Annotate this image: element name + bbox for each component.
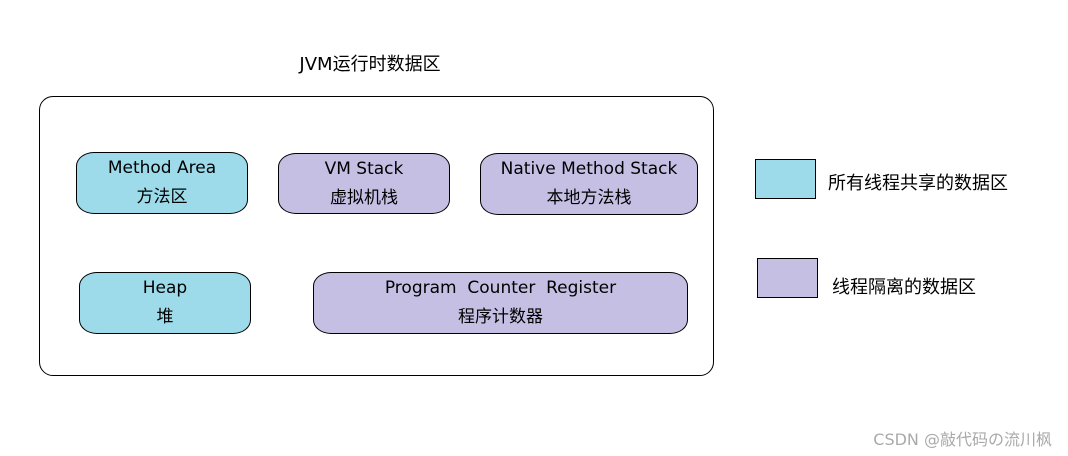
program-counter-register-region: Program Counter Register 程序计数器 [313, 272, 688, 334]
heap-label: Heap [142, 278, 188, 298]
native-method-stack-label-zh: 本地方法栈 [546, 188, 632, 208]
runtime-data-area-frame [39, 96, 714, 376]
native-method-stack-region: Native Method Stack 本地方法栈 [480, 153, 698, 215]
legend-isolated-label: 线程隔离的数据区 [832, 277, 976, 298]
program-counter-register-label-zh: 程序计数器 [458, 307, 543, 327]
diagram-title: JVM运行时数据区 [299, 54, 441, 75]
vm-stack-label-zh: 虚拟机栈 [330, 187, 398, 208]
vm-stack-label: VM Stack [324, 158, 404, 179]
native-method-stack-label: Native Method Stack [500, 159, 678, 179]
method-area-label: Method Area [107, 158, 217, 178]
legend-isolated-swatch [757, 258, 818, 298]
heap-region: Heap 堆 [79, 272, 251, 334]
heap-label-zh: 堆 [156, 307, 174, 327]
method-area-region: Method Area 方法区 [76, 152, 248, 214]
legend-shared-label: 所有线程共享的数据区 [828, 173, 1008, 194]
method-area-label-zh: 方法区 [136, 187, 188, 207]
vm-stack-region: VM Stack 虚拟机栈 [278, 153, 450, 214]
legend-shared-swatch [755, 159, 816, 199]
program-counter-register-label: Program Counter Register [384, 278, 617, 298]
watermark: CSDN @敲代码の流川枫 [873, 430, 1052, 449]
